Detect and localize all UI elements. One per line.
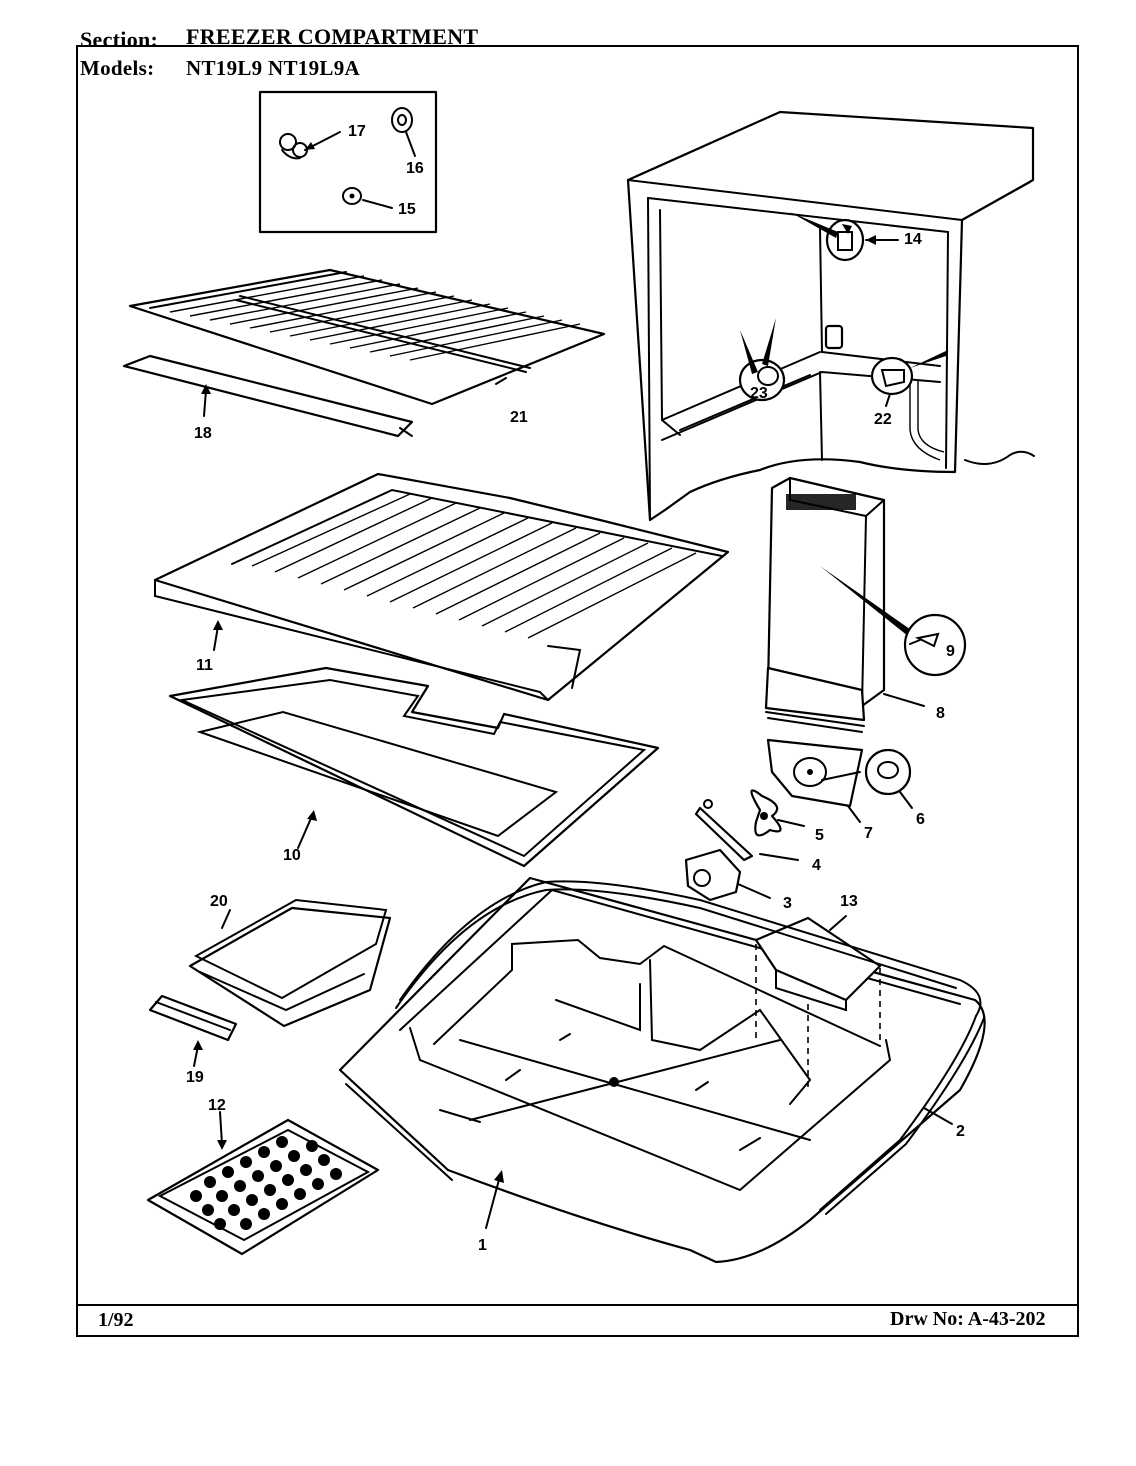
part-6-grommet — [864, 748, 913, 809]
freezer-shelf — [153, 472, 730, 702]
callout-16: 16 — [406, 160, 424, 177]
cover-panel — [168, 666, 660, 868]
callout-20: 20 — [210, 893, 228, 910]
callout-23: 23 — [750, 385, 768, 402]
fan-motor — [684, 848, 771, 902]
callout-15: 15 — [398, 201, 416, 218]
mounting-clip — [694, 799, 799, 862]
evaporator-cover — [764, 476, 925, 733]
part-17-clip — [279, 131, 341, 160]
part-15-washer — [342, 187, 393, 209]
callout-12: 12 — [208, 1097, 226, 1114]
part-16-grommet — [391, 107, 416, 157]
callout-21: 21 — [510, 409, 528, 426]
callout-14: 14 — [904, 231, 922, 248]
callout-18: 18 — [194, 425, 212, 442]
callout-7: 7 — [864, 825, 873, 842]
air-duct — [754, 915, 882, 1090]
callout-17: 17 — [348, 123, 366, 140]
fan-blade — [750, 789, 805, 837]
footer-drawing-number: Drw No: A-43-202 — [890, 1308, 1046, 1330]
freezer-liner — [338, 876, 986, 1264]
callout-10: 10 — [283, 847, 301, 864]
ice-bin — [188, 898, 392, 1028]
motor-bracket — [766, 738, 864, 823]
part-9-screw — [903, 613, 967, 677]
ice-tray — [146, 1111, 380, 1256]
callout-3: 3 — [783, 895, 792, 912]
callout-8: 8 — [936, 705, 945, 722]
door-gasket — [395, 880, 985, 1215]
footer-divider — [76, 1304, 1079, 1306]
callout-13: 13 — [840, 893, 858, 910]
part-14-light-socket — [790, 212, 899, 262]
section-title: FREEZER COMPARTMENT — [186, 24, 479, 49]
shelf-trim — [122, 354, 507, 438]
callout-9: 9 — [946, 643, 955, 660]
part-23-damper — [738, 318, 786, 402]
callout-19: 19 — [186, 1069, 204, 1086]
callout-1: 1 — [478, 1237, 487, 1254]
callout-5: 5 — [815, 827, 824, 844]
callout-22: 22 — [874, 411, 892, 428]
footer-date: 1/92 — [98, 1309, 134, 1331]
callout-6: 6 — [916, 811, 925, 828]
callout-4: 4 — [812, 857, 821, 874]
models-list: NT19L9 NT19L9A — [186, 56, 360, 80]
callout-2: 2 — [956, 1123, 965, 1140]
small-parts-inset — [258, 90, 438, 234]
callout-11: 11 — [196, 657, 213, 674]
section-label: Section: — [80, 27, 159, 52]
wire-shelf — [128, 268, 606, 406]
diagram-frame — [76, 45, 1079, 1337]
divider-strip — [148, 994, 238, 1067]
freezer-cabinet — [626, 110, 1035, 522]
part-22-thermostat — [870, 350, 948, 407]
models-label: Models: — [80, 56, 155, 80]
